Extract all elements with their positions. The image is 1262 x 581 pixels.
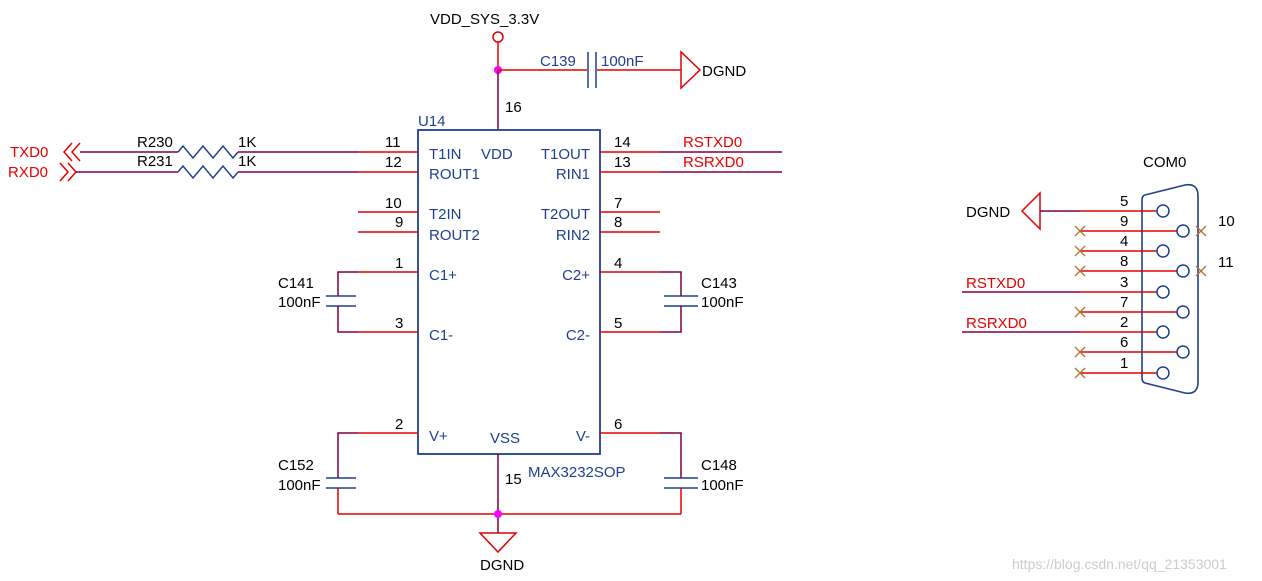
junction-dot xyxy=(494,510,502,518)
pin-number-6: 6 xyxy=(614,416,622,433)
pin-number-13: 13 xyxy=(614,154,631,171)
c141-ref: C141 xyxy=(278,275,314,292)
db9-shell xyxy=(1141,183,1199,395)
ic-body xyxy=(417,129,601,455)
pin-label-rout2: ROUT2 xyxy=(429,227,480,244)
connector-pin-8: 8 xyxy=(1120,253,1128,270)
pin-number-14: 14 xyxy=(614,134,631,151)
dgnd-label-bottom: DGND xyxy=(480,557,524,574)
left-pin-stubs xyxy=(358,151,418,434)
resistor-r231 xyxy=(177,164,239,180)
pin-label-c1p: C1+ xyxy=(429,267,457,284)
c152-value: 100nF xyxy=(278,477,321,494)
connector-pin-6: 6 xyxy=(1120,334,1128,351)
vdd-power-symbol xyxy=(492,31,504,70)
connector-pin-3: 3 xyxy=(1120,274,1128,291)
connector-pin-7: 7 xyxy=(1120,294,1128,311)
dgnd-symbol-top xyxy=(680,50,702,90)
rsrxd-net-label: RSRXD0 xyxy=(683,154,744,171)
pin-label-t2out: T2OUT xyxy=(541,206,590,223)
pin-label-c2m: C2- xyxy=(566,327,590,344)
dgnd-label-connector: DGND xyxy=(966,204,1010,221)
pin-number-1: 1 xyxy=(395,255,403,272)
connector-pin-4: 4 xyxy=(1120,233,1128,250)
c139-value: 100nF xyxy=(601,53,644,70)
capacitor-c143 xyxy=(660,271,698,333)
txd-net-label: TXD0 xyxy=(10,144,48,161)
pin-label-vp: V+ xyxy=(429,428,448,445)
rxd-port-symbol xyxy=(59,162,78,182)
pin-number-11: 11 xyxy=(385,134,401,151)
connector-pin-1: 1 xyxy=(1120,355,1128,372)
dgnd-symbol-bottom xyxy=(478,532,518,554)
capacitor-c139 xyxy=(498,52,681,88)
vdd-label: VDD_SYS_3.3V xyxy=(430,11,539,28)
resistor-r230 xyxy=(177,144,239,160)
pin-label-rin1: RIN1 xyxy=(556,166,590,183)
connector-pin-contacts xyxy=(1156,204,1190,380)
pin-number-8: 8 xyxy=(614,214,622,231)
pin-label-c2p: C2+ xyxy=(562,267,590,284)
connector-rsrxd-label: RSRXD0 xyxy=(966,315,1027,332)
c148-ref: C148 xyxy=(701,457,737,474)
pin-label-rout1: ROUT1 xyxy=(429,166,480,183)
pin-label-vdd: VDD xyxy=(481,146,513,163)
r230-value: 1K xyxy=(238,134,256,151)
capacitor-c148 xyxy=(660,432,698,514)
pin-label-rin2: RIN2 xyxy=(556,227,590,244)
c141-value: 100nF xyxy=(278,294,321,311)
pin-number-4: 4 xyxy=(614,255,622,272)
connector-rstxd-label: RSTXD0 xyxy=(966,275,1025,292)
pin-label-vm: V- xyxy=(576,428,590,445)
connector-pin-9: 9 xyxy=(1120,213,1128,230)
connector-pin-5: 5 xyxy=(1120,193,1128,210)
pin-label-t1in: T1IN xyxy=(429,146,462,163)
pin-label-c1m: C1- xyxy=(429,327,453,344)
connector-pin-11: 11 xyxy=(1218,254,1234,271)
pin-number-10: 10 xyxy=(385,195,402,212)
connector-pin-2: 2 xyxy=(1120,314,1128,331)
pin-number-15: 15 xyxy=(505,471,522,488)
pin-number-12: 12 xyxy=(385,154,402,171)
r230-ref: R230 xyxy=(137,134,173,151)
rxd-net-label: RXD0 xyxy=(8,164,48,181)
r231-value: 1K xyxy=(238,153,256,170)
capacitor-c152 xyxy=(326,432,358,514)
connector-pin-10: 10 xyxy=(1218,213,1235,230)
connector-pin-lines xyxy=(1080,210,1177,374)
pin-label-t2in: T2IN xyxy=(429,206,462,223)
dgnd-label-top: DGND xyxy=(702,63,746,80)
pin-label-t1out: T1OUT xyxy=(541,146,590,163)
pin-number-16: 16 xyxy=(505,99,522,116)
rstxd-net-label: RSTXD0 xyxy=(683,134,742,151)
c148-value: 100nF xyxy=(701,477,744,494)
c143-ref: C143 xyxy=(701,275,737,292)
watermark: https://blog.csdn.net/qq_21353001 xyxy=(1012,556,1227,572)
ic-ref: U14 xyxy=(418,113,446,130)
no-connect-markers xyxy=(1074,225,1207,379)
txd-port-symbol xyxy=(62,142,81,162)
pin-number-2: 2 xyxy=(395,416,403,433)
pin-number-3: 3 xyxy=(395,315,403,332)
capacitor-c141 xyxy=(326,271,358,333)
right-pin-stubs xyxy=(600,151,660,434)
dgnd-symbol-connector xyxy=(1020,191,1041,231)
c152-ref: C152 xyxy=(278,457,314,474)
r231-ref: R231 xyxy=(137,153,173,170)
pin-number-9: 9 xyxy=(395,214,403,231)
c143-value: 100nF xyxy=(701,294,744,311)
pin-number-7: 7 xyxy=(614,195,622,212)
connector-ref: COM0 xyxy=(1143,154,1186,171)
pin-label-vss: VSS xyxy=(490,430,520,447)
ic-part-number: MAX3232SOP xyxy=(528,464,626,481)
pin-number-5: 5 xyxy=(614,315,622,332)
c139-ref: C139 xyxy=(540,53,576,70)
